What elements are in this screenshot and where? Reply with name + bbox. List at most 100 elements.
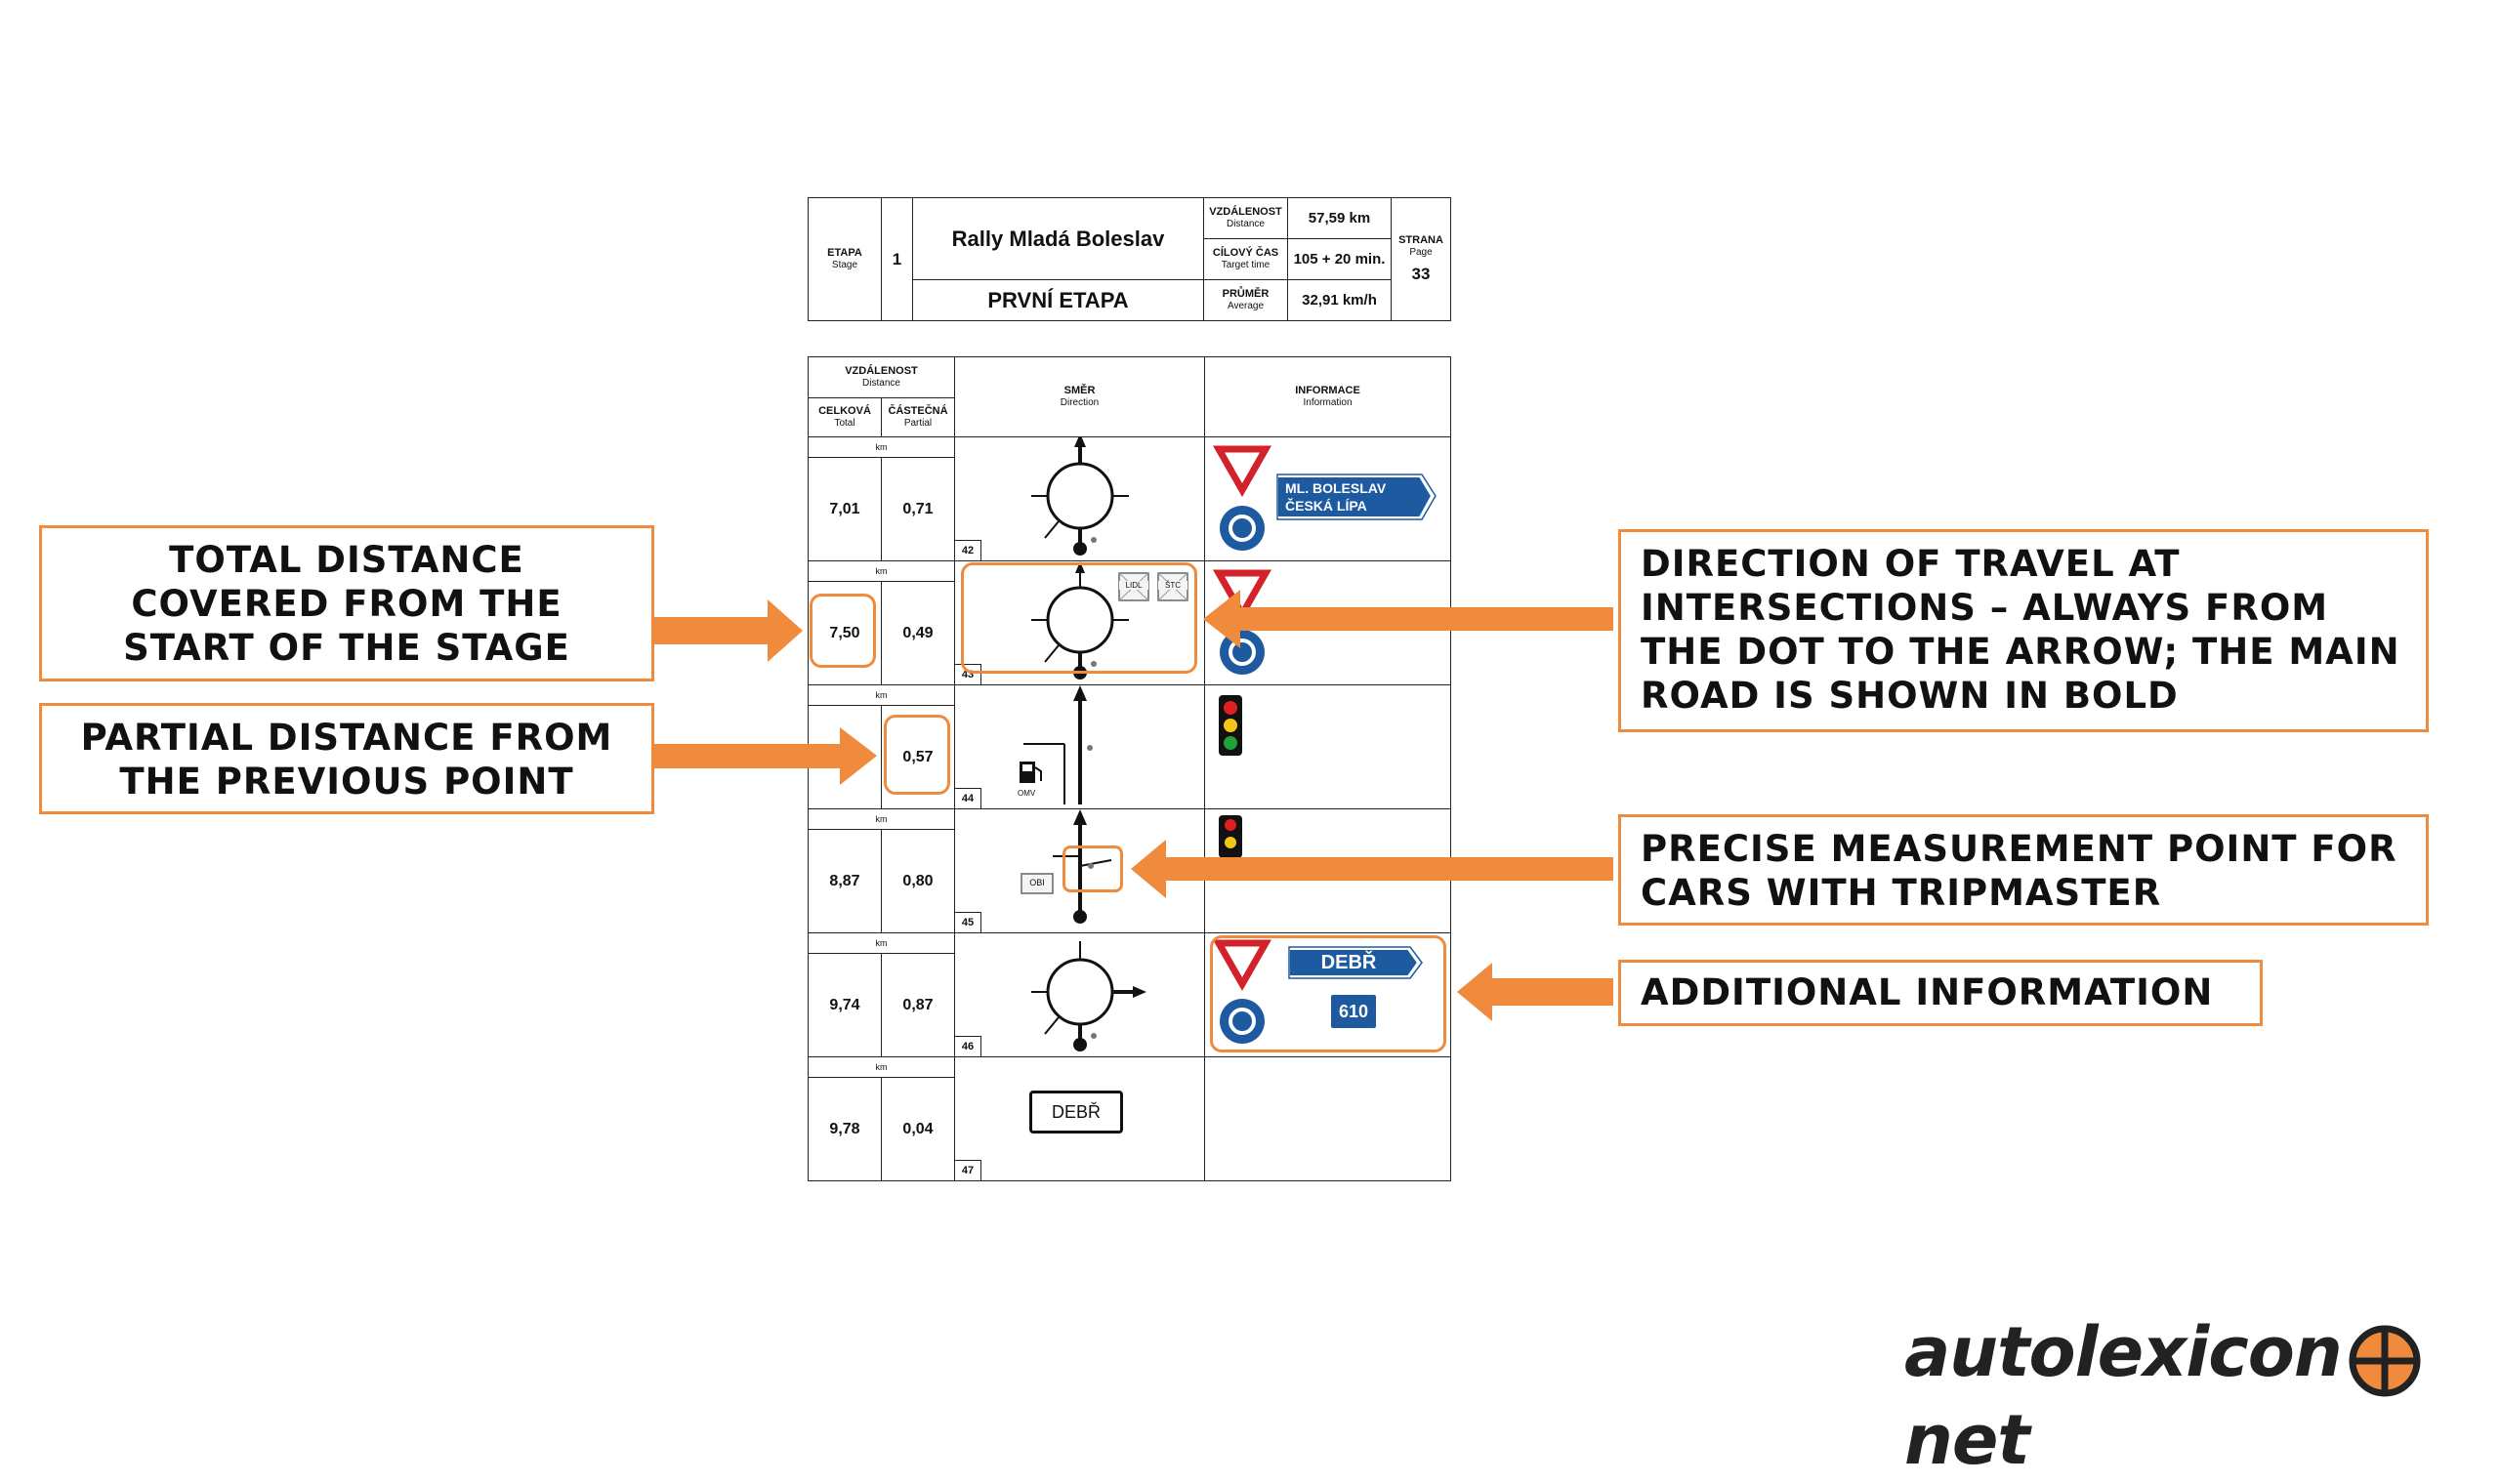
col-direction-sub: Direction	[1060, 397, 1100, 408]
additional-info-callout: ADDITIONAL INFORMATION	[1618, 960, 2263, 1026]
info-signs	[1219, 815, 1242, 858]
target-label-cell: CÍLOVÝ ČAS Target time	[1203, 238, 1288, 280]
traffic-light-icon	[1219, 815, 1242, 858]
page-cell: STRANA Page 33	[1391, 197, 1451, 321]
poi-box-label: ŠTC	[1158, 581, 1188, 590]
stage-name: PRVNÍ ETAPA	[912, 279, 1204, 321]
arrow-right-icon	[652, 599, 803, 662]
roundabout-diagram	[1031, 437, 1129, 556]
partial-distance: 0,71	[881, 457, 955, 561]
intersection-diagram	[1021, 809, 1112, 924]
stage-number: 1	[881, 197, 913, 321]
stage-label: ETAPA	[827, 247, 862, 259]
callout-line: START OF THE STAGE	[123, 627, 570, 669]
average-value: 32,91 km/h	[1287, 279, 1392, 321]
direction-sign-line2: ČESKÁ LÍPA	[1285, 498, 1367, 514]
page-number: 33	[1411, 265, 1431, 283]
arrow-left-icon	[1203, 590, 1613, 648]
direction-cell-47: DEBŘ 47	[954, 1056, 1205, 1181]
callout-line: THE DOT TO THE ARROW; THE MAIN	[1641, 631, 2400, 673]
callout-line: PARTIAL DISTANCE FROM	[80, 717, 613, 759]
col-partial-label: ČÁSTEČNÁ	[888, 405, 948, 417]
callout-line: TOTAL DISTANCE	[169, 539, 524, 581]
total-header: CELKOVÁ Total	[808, 397, 882, 437]
measurement-point-callout: PRECISE MEASUREMENT POINT FOR CARS WITH …	[1618, 814, 2429, 926]
logo-text-right: net	[1904, 1400, 2030, 1480]
col-direction-label: SMĚR	[1063, 385, 1096, 396]
additional-info-highlight	[1210, 935, 1446, 1052]
direction-cell-46: 46	[954, 932, 1205, 1057]
partial-distance-highlight	[884, 715, 950, 795]
direction-highlight	[961, 562, 1197, 674]
info-cell-42: ML. BOLESLAV ČESKÁ LÍPA	[1204, 436, 1451, 561]
col-distance-sub: Distance	[862, 378, 900, 389]
road-number-label: 610	[1338, 1002, 1369, 1021]
row-number: 44	[955, 788, 981, 808]
target-value: 105 + 20 min.	[1287, 238, 1392, 280]
yield-sign-icon	[1212, 445, 1272, 498]
roundabout-sign-icon	[1220, 999, 1265, 1044]
callout-line: COVERED FROM THE	[131, 583, 562, 625]
direction-sign-line1: ML. BOLESLAV	[1285, 480, 1387, 496]
callout-line: PRECISE MEASUREMENT POINT FOR	[1641, 828, 2397, 870]
callout-line: CARS WITH TRIPMASTER	[1641, 872, 2162, 914]
intersection-diagram	[1020, 685, 1093, 804]
col-info-sub: Information	[1303, 397, 1353, 408]
fuel-pump-icon	[1020, 762, 1042, 783]
col-info-label: INFORMACE	[1295, 385, 1360, 396]
measurement-point-highlight	[1062, 845, 1123, 892]
direction-cell-44: OMV 44	[954, 684, 1205, 809]
poi-box-label: LIDL	[1119, 581, 1148, 590]
page-sub: Page	[1409, 247, 1433, 258]
stage-sub: Stage	[831, 260, 858, 270]
station-label: OMV	[1018, 789, 1036, 798]
page-label: STRANA	[1398, 234, 1443, 246]
yield-sign-icon	[1212, 569, 1272, 622]
average-sub: Average	[1227, 301, 1265, 311]
direction-callout: DIRECTION OF TRAVEL AT INTERSECTIONS – A…	[1618, 529, 2429, 732]
stage-label-cell: ETAPA Stage	[808, 197, 882, 321]
row-number: 45	[955, 912, 981, 932]
row-number: 47	[955, 1160, 981, 1180]
callout-line: ADDITIONAL INFORMATION	[1641, 971, 2214, 1013]
direction-cell-42: 42	[954, 436, 1205, 561]
total-distance: 9,78	[808, 1077, 882, 1181]
arrow-left-icon	[1131, 840, 1613, 898]
logo-mark-icon	[2342, 1321, 2428, 1397]
info-signs	[1212, 939, 1423, 1044]
col-partial-sub: Partial	[903, 418, 933, 429]
callout-line: ROAD IS SHOWN IN BOLD	[1641, 675, 2179, 717]
roadbook-table: VZDÁLENOST Distance SMĚR Direction INFOR…	[808, 356, 1451, 1181]
info-header: INFORMACE Information	[1204, 356, 1451, 437]
distance-label: VZDÁLENOST	[1209, 206, 1282, 218]
average-label: PRŮMĚR	[1222, 288, 1270, 300]
traffic-light-icon	[1219, 695, 1242, 756]
row-number: 46	[955, 1036, 981, 1056]
direction-sign-label: DEBŘ	[1320, 952, 1377, 973]
partial-distance: 0,80	[881, 829, 955, 933]
average-label-cell: PRŮMĚR Average	[1203, 279, 1288, 321]
partial-distance: 0,04	[881, 1077, 955, 1181]
roundabout-sign-icon	[1220, 506, 1265, 551]
distance-sub: Distance	[1227, 219, 1265, 229]
callout-line: INTERSECTIONS – ALWAYS FROM	[1641, 587, 2329, 629]
partial-distance-callout: PARTIAL DISTANCE FROM THE PREVIOUS POINT	[39, 703, 654, 814]
distance-value: 57,59 km	[1287, 197, 1392, 239]
info-cell-47	[1204, 1056, 1451, 1181]
total-distance-callout: TOTAL DISTANCE COVERED FROM THE START OF…	[39, 525, 654, 681]
row-number: 42	[955, 540, 981, 560]
distance-header: VZDÁLENOST Distance	[808, 356, 955, 398]
poi-box-label: OBI	[1029, 878, 1045, 887]
roundabout-diagram	[1031, 941, 1146, 1051]
callout-line: THE PREVIOUS POINT	[119, 761, 574, 803]
col-total-label: CELKOVÁ	[818, 405, 871, 417]
col-total-sub: Total	[834, 418, 855, 429]
callout-line: DIRECTION OF TRAVEL AT	[1641, 543, 2181, 585]
callout-arrows	[652, 590, 1613, 1021]
info-cell-44	[1204, 684, 1451, 809]
arrow-left-icon	[1457, 963, 1613, 1021]
info-cell-46: DEBŘ 610	[1204, 932, 1451, 1057]
total-distance-highlight	[810, 594, 876, 668]
target-label: CÍLOVÝ ČAS	[1212, 247, 1279, 259]
